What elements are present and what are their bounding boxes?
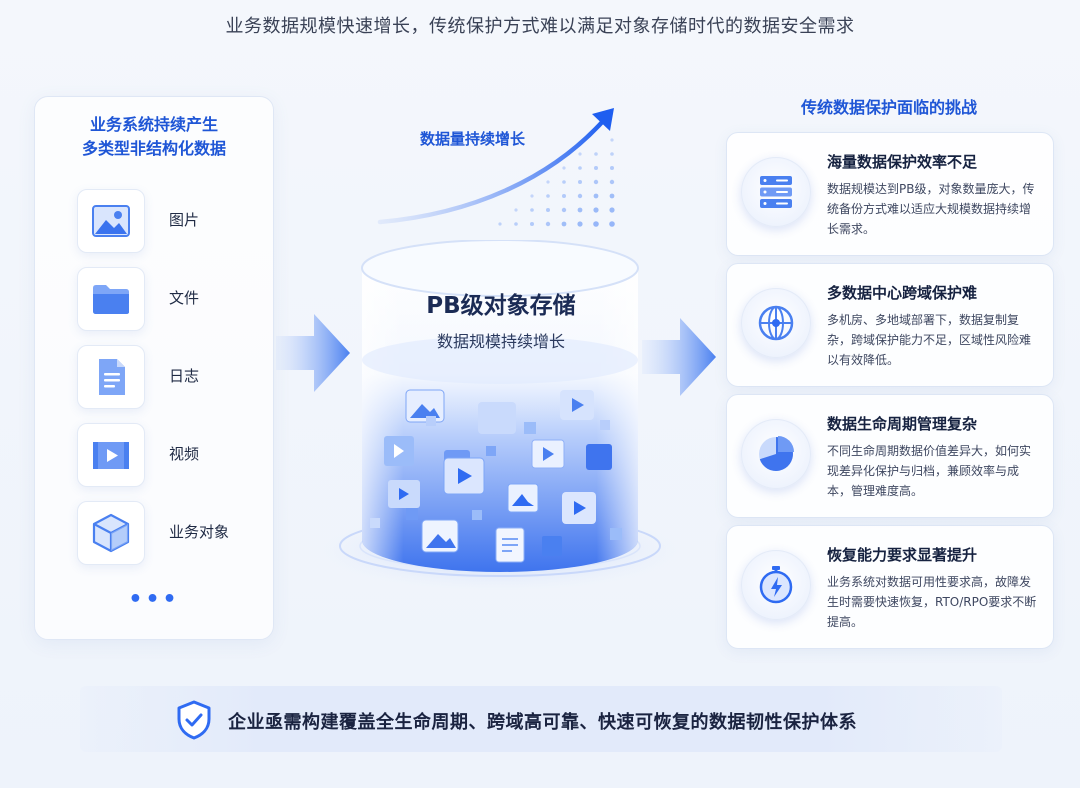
globe-icon <box>758 305 794 341</box>
challenge-card-recovery: 恢复能力要求显著提升 业务系统对数据可用性要求高，故障发生时需要快速恢复，RTO… <box>726 525 1054 649</box>
challenge-title: 恢复能力要求显著提升 <box>827 546 978 564</box>
challenge-title: 海量数据保护效率不足 <box>827 153 978 171</box>
data-type-log: 日志 <box>77 345 257 409</box>
data-types-heading-line1: 业务系统持续产生 <box>89 115 218 134</box>
challenge-card-efficiency: 海量数据保护效率不足 数据规模达到PB级，对象数量庞大，传统备份方式难以适应大规… <box>726 132 1054 256</box>
challenge-title: 数据生命周期管理复杂 <box>827 415 978 433</box>
conclusion-text: 企业亟需构建覆盖全生命周期、跨域高可靠、快速可恢复的数据韧性保护体系 <box>228 712 857 733</box>
shield-check-icon <box>177 700 211 740</box>
storage-title: PB级对象存储 <box>426 293 576 319</box>
challenge-description: 业务系统对数据可用性要求高，故障发生时需要快速恢复，RTO/RPO要求不断提高。 <box>827 575 1037 629</box>
flow-arrow-right <box>642 316 718 398</box>
data-types-panel: 业务系统持续产生 多类型非结构化数据 图片 文件 <box>34 96 274 640</box>
pie-chart-icon <box>759 436 794 471</box>
log-icon <box>99 359 125 395</box>
challenge-description: 多机房、多地域部署下，数据复制复杂，跨域保护能力不足，区域性风险难以有效降低。 <box>827 313 1032 367</box>
data-type-file: 文件 <box>77 267 257 331</box>
object-storage-cylinder <box>320 240 680 590</box>
image-icon <box>92 205 130 237</box>
more-ellipsis: ••• <box>128 587 180 612</box>
storage-object-icons <box>370 389 622 563</box>
challenge-title: 多数据中心跨域保护难 <box>827 284 978 302</box>
growth-trend-graphic <box>377 108 615 227</box>
challenge-card-lifecycle: 数据生命周期管理复杂 不同生命周期数据价值差异大，如何实现差异化保护与归档，兼顾… <box>726 394 1054 518</box>
data-types-heading: 业务系统持续产生 多类型非结构化数据 <box>35 113 273 161</box>
page-title: 业务数据规模快速增长，传统保护方式难以满足对象存储时代的数据安全需求 <box>225 16 855 37</box>
folder-icon <box>93 285 129 314</box>
challenge-card-cross-region: 多数据中心跨域保护难 多机房、多地域部署下，数据复制复杂，跨域保护能力不足，区域… <box>726 263 1054 387</box>
data-type-image: 图片 <box>77 189 257 253</box>
data-types-heading-line2: 多类型非结构化数据 <box>81 139 226 158</box>
data-type-label: 日志 <box>169 367 200 385</box>
stopwatch-icon <box>759 566 793 604</box>
storage-subtitle: 数据规模持续增长 <box>436 332 565 351</box>
conclusion-banner <box>80 686 1002 752</box>
data-type-label: 文件 <box>169 289 200 307</box>
data-type-label: 业务对象 <box>169 523 230 541</box>
data-type-label: 图片 <box>169 211 200 229</box>
data-type-video: 视频 <box>77 423 257 487</box>
challenge-description: 不同生命周期数据价值差异大，如何实现差异化保护与归档，兼顾效率与成本，管理难度高… <box>827 444 1032 498</box>
data-type-business-object: 业务对象 <box>77 501 257 565</box>
video-icon <box>93 442 129 469</box>
growth-label: 数据量持续增长 <box>420 130 526 148</box>
challenge-description: 数据规模达到PB级，对象数量庞大，传统备份方式难以适应大规模数据持续增长需求。 <box>827 182 1035 236</box>
cube-icon <box>92 513 130 553</box>
data-type-label: 视频 <box>169 445 200 463</box>
server-icon <box>760 176 792 208</box>
flow-arrow-left <box>276 312 352 394</box>
challenges-heading: 传统数据保护面临的挑战 <box>800 98 977 117</box>
